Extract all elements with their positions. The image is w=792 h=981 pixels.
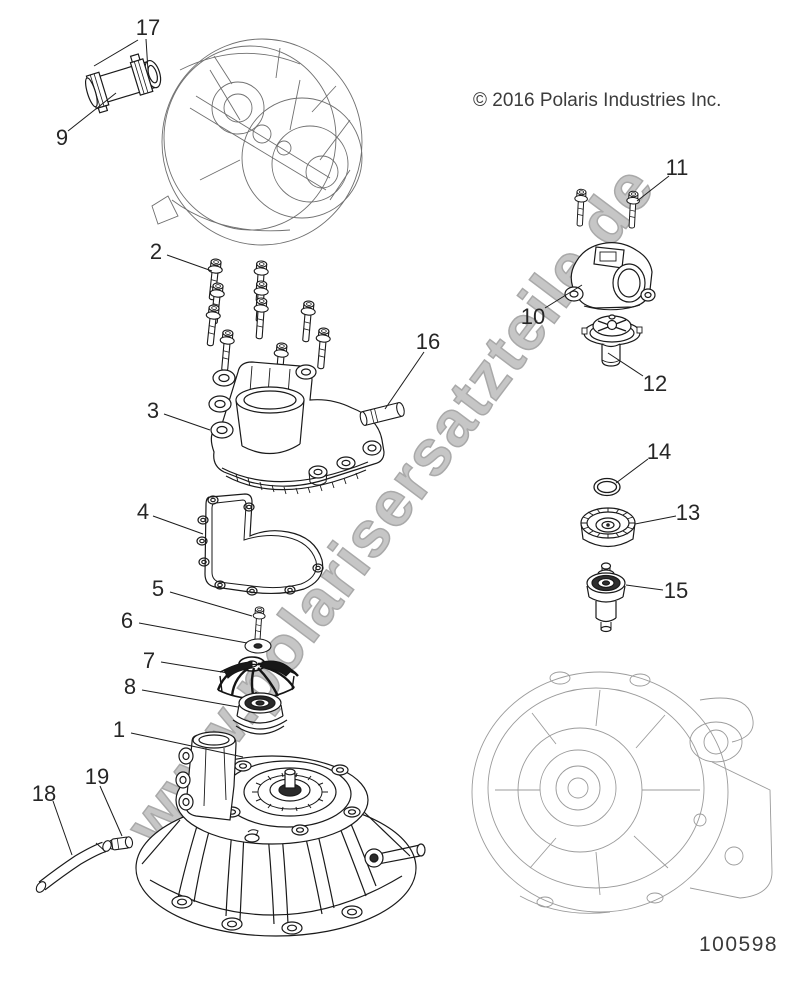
leader-line-7: [160, 661, 229, 674]
callout-7: 7: [142, 648, 156, 673]
leader-line-6: [138, 622, 248, 644]
part-thermostat-housing-drawing: [564, 242, 656, 311]
callout-5: 5: [151, 576, 165, 601]
reference-crankcase-drawing: [471, 671, 773, 914]
callout-13: 13: [675, 500, 701, 525]
callout-19: 19: [84, 764, 110, 789]
leader-line-17b: [145, 38, 149, 72]
drawing-number: 100598: [699, 933, 779, 956]
leader-line-1: [130, 732, 244, 758]
callout-3: 3: [146, 398, 160, 423]
leader-line-15: [625, 584, 664, 591]
callout-9: 9: [55, 125, 69, 150]
part-pump-cover-drawing: [135, 731, 426, 938]
callout-8: 8: [123, 674, 137, 699]
leader-line-11: [636, 175, 670, 202]
part-gear-drawing: [580, 507, 636, 548]
part-shaft-bearing-drawing: [586, 562, 626, 633]
callout-2: 2: [149, 239, 163, 264]
callout-16: 16: [415, 329, 441, 354]
leader-line-14: [615, 458, 649, 484]
leader-line-16: [384, 351, 425, 410]
part-oring-drawing: [593, 477, 621, 497]
callout-18: 18: [31, 781, 57, 806]
callout-6: 6: [120, 608, 134, 633]
part-impeller-bolt-drawing: [250, 606, 267, 643]
leader-line-13: [634, 515, 677, 525]
leader-line-18: [52, 800, 73, 856]
leader-line-8: [141, 689, 239, 708]
callout-10: 10: [520, 304, 546, 329]
leader-line-10: [544, 284, 583, 309]
part-thermostat-drawing: [581, 314, 643, 367]
part-pump-housing-drawing: [208, 361, 385, 495]
callout-17: 17: [135, 15, 161, 40]
callout-4: 4: [136, 499, 150, 524]
leader-line-9: [67, 92, 117, 132]
leader-line-5: [169, 591, 253, 617]
callout-14: 14: [646, 439, 672, 464]
part-impeller-drawing: [216, 656, 299, 706]
part-fitting-drawing: [108, 836, 134, 851]
part-hose-and-clamps-drawing: [84, 53, 162, 114]
part-thermostat-bolts-drawing: [572, 188, 641, 229]
leader-lines: [52, 38, 677, 856]
reference-engine-case-drawing: [151, 38, 363, 246]
callout-15: 15: [663, 578, 689, 603]
leader-line-12: [607, 352, 644, 377]
leader-line-4: [152, 515, 204, 535]
leader-line-17a: [93, 39, 139, 67]
leader-line-19: [99, 785, 123, 837]
callout-11: 11: [665, 155, 689, 180]
callout-1: 1: [112, 717, 126, 742]
part-dowel-pin-drawing: [359, 402, 405, 426]
part-gasket-drawing: [196, 493, 324, 596]
callout-12: 12: [642, 371, 668, 396]
leader-line-2: [166, 254, 213, 272]
part-washer-drawing: [244, 638, 272, 654]
copyright-text: © 2016 Polaris Industries Inc.: [473, 90, 722, 111]
part-seal-drawing: [232, 692, 288, 735]
part-drain-hose-drawing: [35, 840, 112, 893]
leader-line-3: [163, 413, 211, 431]
